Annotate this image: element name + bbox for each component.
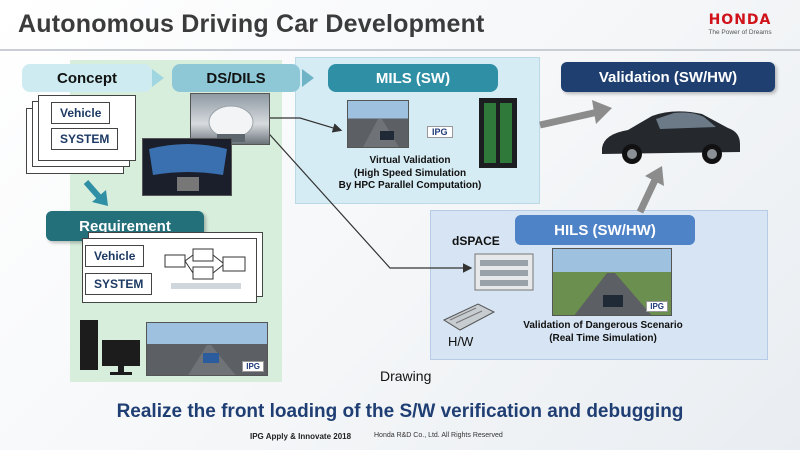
concept-system-label: SYSTEM <box>51 128 119 150</box>
hils-sim-view: IPG <box>552 248 672 316</box>
stage-validation: Validation (SW/HW) <box>561 62 775 92</box>
footer-event: IPG Apply & Innovate 2018 <box>250 432 352 441</box>
cockpit-screen-icon <box>149 144 227 191</box>
arrow-concept-to-requirement-head <box>92 190 108 206</box>
hils-caption-line2: (Real Time Simulation) <box>549 332 657 344</box>
concept-vehicle-label: Vehicle <box>51 102 111 124</box>
mils-caption-line1: Virtual Validation <box>369 155 451 166</box>
drawing-label: Drawing <box>380 368 432 384</box>
arrow-concept-to-requirement <box>83 180 103 200</box>
dspace-brand: dSPACE <box>452 234 500 248</box>
stage-concept: Concept <box>22 64 152 92</box>
validation-car-image <box>602 111 740 164</box>
road-scene-icon <box>188 345 236 375</box>
hils-caption: Validation of Dangerous Scenario (Real T… <box>498 320 708 345</box>
requirement-card-front: Vehicle SYSTEM <box>82 238 257 303</box>
mils-caption: Virtual Validation (High Speed Simulatio… <box>325 155 495 193</box>
honda-logo: HONDA The Power of Dreams <box>690 12 790 36</box>
mils-caption-line3: By HPC Parallel Computation) <box>338 180 482 191</box>
road-scene-icon <box>574 273 652 315</box>
requirement-system-label: SYSTEM <box>85 273 153 295</box>
mils-sim-view <box>347 100 409 148</box>
title-divider <box>0 49 800 51</box>
road-scene-icon <box>363 119 399 147</box>
green-panel-sim-view: IPG <box>146 322 268 376</box>
arrow-mils-to-validation <box>539 108 599 129</box>
dspace-hardware-icon <box>474 253 534 291</box>
stage-mils: MILS (SW) <box>328 64 498 92</box>
arrow-hils-to-validation <box>636 178 659 214</box>
footer-copyright: Honda R&D Co., Ltd. All Rights Reserved <box>374 432 503 439</box>
chevron-right-icon <box>302 69 314 87</box>
slide-title: Autonomous Driving Car Development <box>18 10 485 38</box>
hpc-server-rack-icon <box>479 98 517 168</box>
arrow-mils-to-validation-head <box>592 100 612 124</box>
logo-tagline: The Power of Dreams <box>708 29 772 36</box>
driver-in-loop-photo <box>142 138 232 196</box>
ecu-board-icon <box>442 303 496 331</box>
stage-ds-dils: DS/DILS <box>172 64 300 92</box>
workstation-icon <box>80 320 140 375</box>
hils-ipg-badge: IPG <box>646 301 668 312</box>
line-ds-to-hils <box>261 125 473 273</box>
logo-name: HONDA <box>708 12 772 28</box>
ipg-badge: IPG <box>242 361 264 372</box>
chevron-right-icon <box>152 69 164 87</box>
block-diagram-icon <box>164 248 246 289</box>
line-ds-to-mils <box>265 117 343 133</box>
concept-card-front: Vehicle SYSTEM <box>38 95 136 161</box>
hw-label: H/W <box>448 334 474 349</box>
requirement-vehicle-label: Vehicle <box>85 245 145 267</box>
mils-ipg-badge: IPG <box>427 126 453 138</box>
mils-caption-line2: (High Speed Simulation <box>353 167 467 179</box>
arrow-hils-to-validation-head <box>645 166 664 186</box>
stage-hils: HILS (SW/HW) <box>515 215 695 245</box>
hils-caption-line1: Validation of Dangerous Scenario <box>523 320 683 331</box>
bottom-message: Realize the front loading of the S/W ver… <box>116 401 684 422</box>
